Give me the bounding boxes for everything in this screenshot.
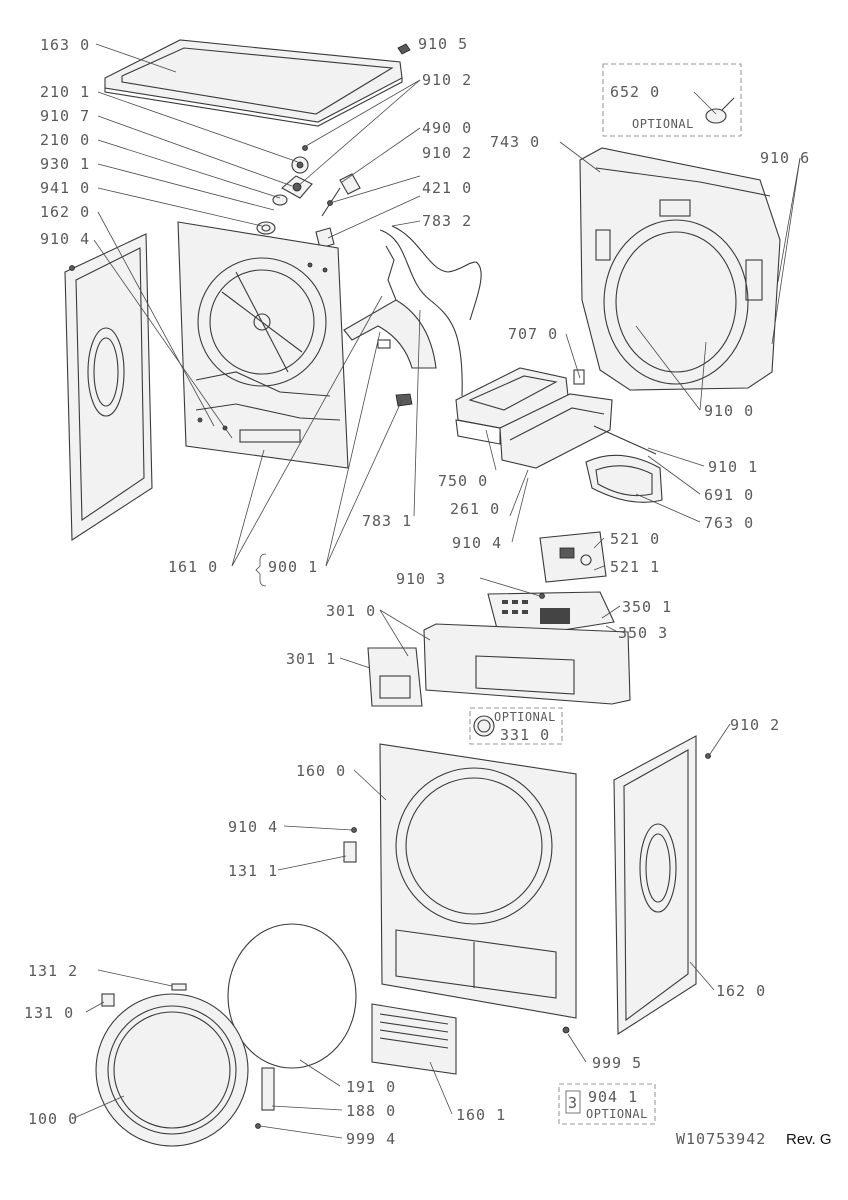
label-163-0: 163 0 [40,36,90,54]
catch-1310 [101,993,115,1007]
left-side-panel-part [64,233,153,541]
label-910-4-top: 910 4 [40,230,90,248]
label-691-0: 691 0 [704,486,754,504]
knob-331 [473,715,495,737]
screw-9102-top [302,145,308,151]
label-910-4-front: 910 4 [228,818,278,836]
label-350-1: 350 1 [622,598,672,616]
label-910-2-right: 910 2 [730,716,780,734]
label-210-0: 210 0 [40,131,90,149]
heater-parts [315,173,361,249]
container-housing-part [499,369,613,469]
label-999-4: 999 4 [346,1130,396,1148]
label-904-1: 904 1 [588,1088,638,1106]
hoses-part [379,225,482,407]
badge-number-904: 3 [568,1094,578,1112]
screw-9104-left [69,265,75,271]
door-part [95,993,249,1147]
rear-panel-part [177,221,349,469]
label-160-1: 160 1 [456,1106,506,1124]
label-910-1: 910 1 [708,458,758,476]
label-521-0: 521 0 [610,530,660,548]
label-brace [255,553,267,587]
label-210-1: 210 1 [40,83,90,101]
badge-box-904 [565,1090,581,1114]
label-999-5: 999 5 [592,1054,642,1072]
screw-9104-front [351,827,357,833]
label-131-0: 131 0 [24,1004,74,1022]
top-cover-part [104,39,403,127]
label-910-4-mid: 910 4 [452,534,502,552]
label-750-0: 750 0 [438,472,488,490]
drawing-number: W10753942 [676,1130,766,1148]
optional-text-331: OPTIONAL [494,710,556,724]
screw-9995 [562,1026,570,1034]
label-301-1: 301 1 [286,650,336,668]
catch-1312 [171,983,187,991]
duct-cover-part [343,299,437,369]
bearing-parts [256,156,313,235]
label-783-1: 783 1 [362,512,412,530]
label-161-0: 161 0 [168,558,218,576]
label-783-2: 783 2 [422,212,472,230]
latch-1311 [343,841,357,863]
label-350-3: 350 3 [618,624,668,642]
optional-text-652: OPTIONAL [632,117,694,131]
grille-part [371,1003,457,1075]
label-910-0: 910 0 [704,402,754,420]
label-652-0: 652 0 [610,83,660,101]
label-900-1: 900 1 [268,558,318,576]
label-162-0-bottom: 162 0 [716,982,766,1000]
screw-9102-right [705,753,711,759]
right-side-panel-part [613,735,697,1035]
label-910-2-mid: 910 2 [422,144,472,162]
screw-9105 [397,43,411,55]
label-743-0: 743 0 [490,133,540,151]
sensor-652 [705,97,735,124]
screw-9103 [539,593,545,599]
revision-label: Rev. G [786,1131,832,1148]
label-910-5: 910 5 [418,35,468,53]
label-160-0: 160 0 [296,762,346,780]
label-707-0: 707 0 [508,325,558,343]
label-910-2-top: 910 2 [422,71,472,89]
door-gasket-part [227,923,357,1069]
label-421-0: 421 0 [422,179,472,197]
label-261-0: 261 0 [450,500,500,518]
leader-lines [73,43,801,1139]
drawer-part [367,647,423,707]
electronics-board-part [539,531,607,583]
optional-box-652 [602,63,742,137]
label-301-0: 301 0 [326,602,376,620]
label-910-6: 910 6 [760,149,810,167]
label-930-1: 930 1 [40,155,90,173]
label-331-0: 331 0 [500,726,550,744]
front-panel-part [379,743,577,1019]
label-910-3: 910 3 [396,570,446,588]
label-131-2: 131 2 [28,962,78,980]
label-188-0: 188 0 [346,1102,396,1120]
front-bulkhead-part [579,147,781,391]
label-763-0: 763 0 [704,514,754,532]
filter-part [585,425,663,503]
console-part [423,623,631,705]
label-490-0: 490 0 [422,119,472,137]
label-521-1: 521 1 [610,558,660,576]
hinge-1880 [261,1067,275,1111]
label-941-0: 941 0 [40,179,90,197]
optional-box-904 [558,1083,656,1125]
label-162-0-top: 162 0 [40,203,90,221]
label-910-7: 910 7 [40,107,90,125]
screw-9994 [255,1123,261,1129]
label-100-0: 100 0 [28,1110,78,1128]
optional-text-904: OPTIONAL [586,1107,648,1121]
label-191-0: 191 0 [346,1078,396,1096]
label-131-1: 131 1 [228,862,278,880]
